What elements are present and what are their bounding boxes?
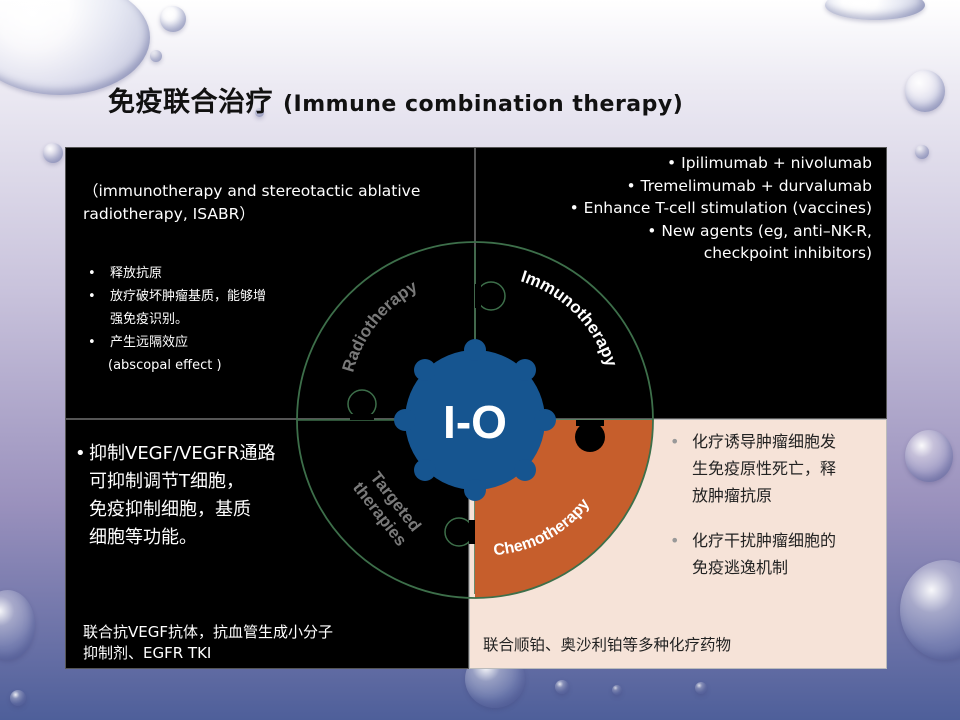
radiotherapy-bullet-list: • 释放抗原 • 放疗破坏肿瘤基质，能够增 强免疫识别。 • 产生远隔效应 (absc… [88, 262, 266, 377]
immunotherapy-label: Immunotherapy [519, 267, 621, 370]
title-chinese: 免疫联合治疗 [108, 87, 273, 118]
title-english: (Immune combination therapy) [283, 92, 684, 117]
bullet: • [88, 266, 96, 281]
radiotherapy-panel [65, 147, 475, 419]
water-drop [255, 108, 264, 117]
list-item: • 产生远隔效应 [88, 331, 266, 354]
outer-ring [296, 241, 654, 599]
water-drop [43, 143, 63, 163]
water-drop [825, 0, 925, 20]
puzzle-knob-mask [576, 420, 604, 426]
isabr-intro: （immunotherapy and stereotactic ablative… [83, 182, 421, 223]
puzzle-knob [476, 281, 506, 311]
list-item-continuation: 免疫逃逸机制 [692, 558, 789, 577]
io-center-label: I-O [443, 396, 507, 448]
puzzle-knob [444, 517, 474, 547]
list-item-text: 释放抗原 [110, 266, 163, 281]
list-item-text: 抑制VEGF/VEGFR通路 [89, 443, 276, 464]
water-drop [160, 6, 186, 32]
puzzle-knob-mask [469, 520, 475, 544]
water-drop [695, 682, 707, 694]
puzzle-knob [575, 422, 605, 452]
io-center-cell [394, 339, 556, 501]
bullet: • [670, 531, 680, 550]
water-drop [905, 70, 945, 112]
targeted-footer: 联合抗VEGF抗体，抗血管生成小分子 抑制剂、EGFR TKI [83, 622, 333, 664]
bullet: • [88, 335, 96, 350]
list-item: • Enhance T-cell stimulation (vaccines) [569, 199, 872, 217]
list-item: checkpoint inhibitors) [703, 244, 872, 262]
list-item: • New agents (eg, anti–NK-R, [647, 221, 872, 240]
puzzle-knob [347, 389, 377, 419]
list-item-continuation: (abscopal effect ) [108, 358, 222, 373]
chemotherapy-footer: 联合顺铂、奥沙利铂等多种化疗药物 [483, 636, 732, 654]
list-item-text: 化疗诱导肿瘤细胞发 [692, 432, 837, 451]
footer-line: 联合抗VEGF抗体，抗血管生成小分子 [83, 623, 333, 641]
list-item-continuation: 生免疫原性死亡，释 [692, 459, 837, 478]
water-drop [915, 145, 929, 159]
targeted-therapies-label: Targeted therapies [349, 468, 425, 550]
list-item: •抑制VEGF/VEGFR通路 [75, 440, 276, 468]
chemotherapy-bullet-list: • 化疗诱导肿瘤细胞发 生免疫原性死亡，释 放肿瘤抗原 • 化疗干扰肿瘤细胞的 免疫… [670, 428, 875, 581]
footer-line: 抑制剂、EGFR TKI [83, 644, 212, 662]
immunotherapy-list: • Ipilimumab + nivolumab • Tremelimumab … [570, 152, 872, 265]
water-drop [10, 690, 26, 706]
list-item: • 化疗诱导肿瘤细胞发 [670, 428, 875, 455]
slide-title: 免疫联合治疗 (Immune combination therapy) [108, 80, 683, 119]
puzzle-knob-mask [350, 414, 374, 420]
list-item-continuation: 细胞等功能。 [89, 527, 197, 548]
list-item-continuation: 免疫抑制细胞，基质 [89, 499, 251, 520]
immunotherapy-panel [475, 147, 887, 419]
list-item-text: 产生远隔效应 [110, 335, 189, 350]
targeted-therapies-panel [65, 419, 469, 669]
vegf-bullet-text: •抑制VEGF/VEGFR通路 可抑制调节T细胞， 免疫抑制细胞，基质 细胞等功… [75, 440, 276, 552]
list-item: • Ipilimumab + nivolumab [667, 154, 872, 172]
list-item-continuation: 放肿瘤抗原 [692, 486, 773, 505]
bullet: • [670, 432, 680, 451]
list-item-text: 化疗干扰肿瘤细胞的 [692, 531, 837, 550]
list-item-continuation: 可抑制调节T细胞， [89, 471, 244, 492]
bullet: • [75, 443, 86, 464]
water-drop [905, 430, 953, 482]
list-item: • 放疗破坏肿瘤基质，能够增 [88, 285, 266, 308]
list-item-text: 放疗破坏肿瘤基质，能够增 [110, 289, 267, 304]
puzzle-knob-mask [475, 284, 481, 308]
water-drop [555, 680, 569, 694]
list-item-continuation: 强免疫识别。 [110, 312, 189, 327]
list-item: • 化疗干扰肿瘤细胞的 [670, 527, 875, 554]
list-item: • 释放抗原 [88, 262, 266, 285]
bullet: • [88, 289, 96, 304]
immunotherapy-label-text: Immunotherapy [519, 267, 621, 370]
water-drop [150, 50, 162, 62]
water-drop [612, 685, 622, 695]
list-item: • Tremelimumab + durvalumab [626, 176, 872, 195]
